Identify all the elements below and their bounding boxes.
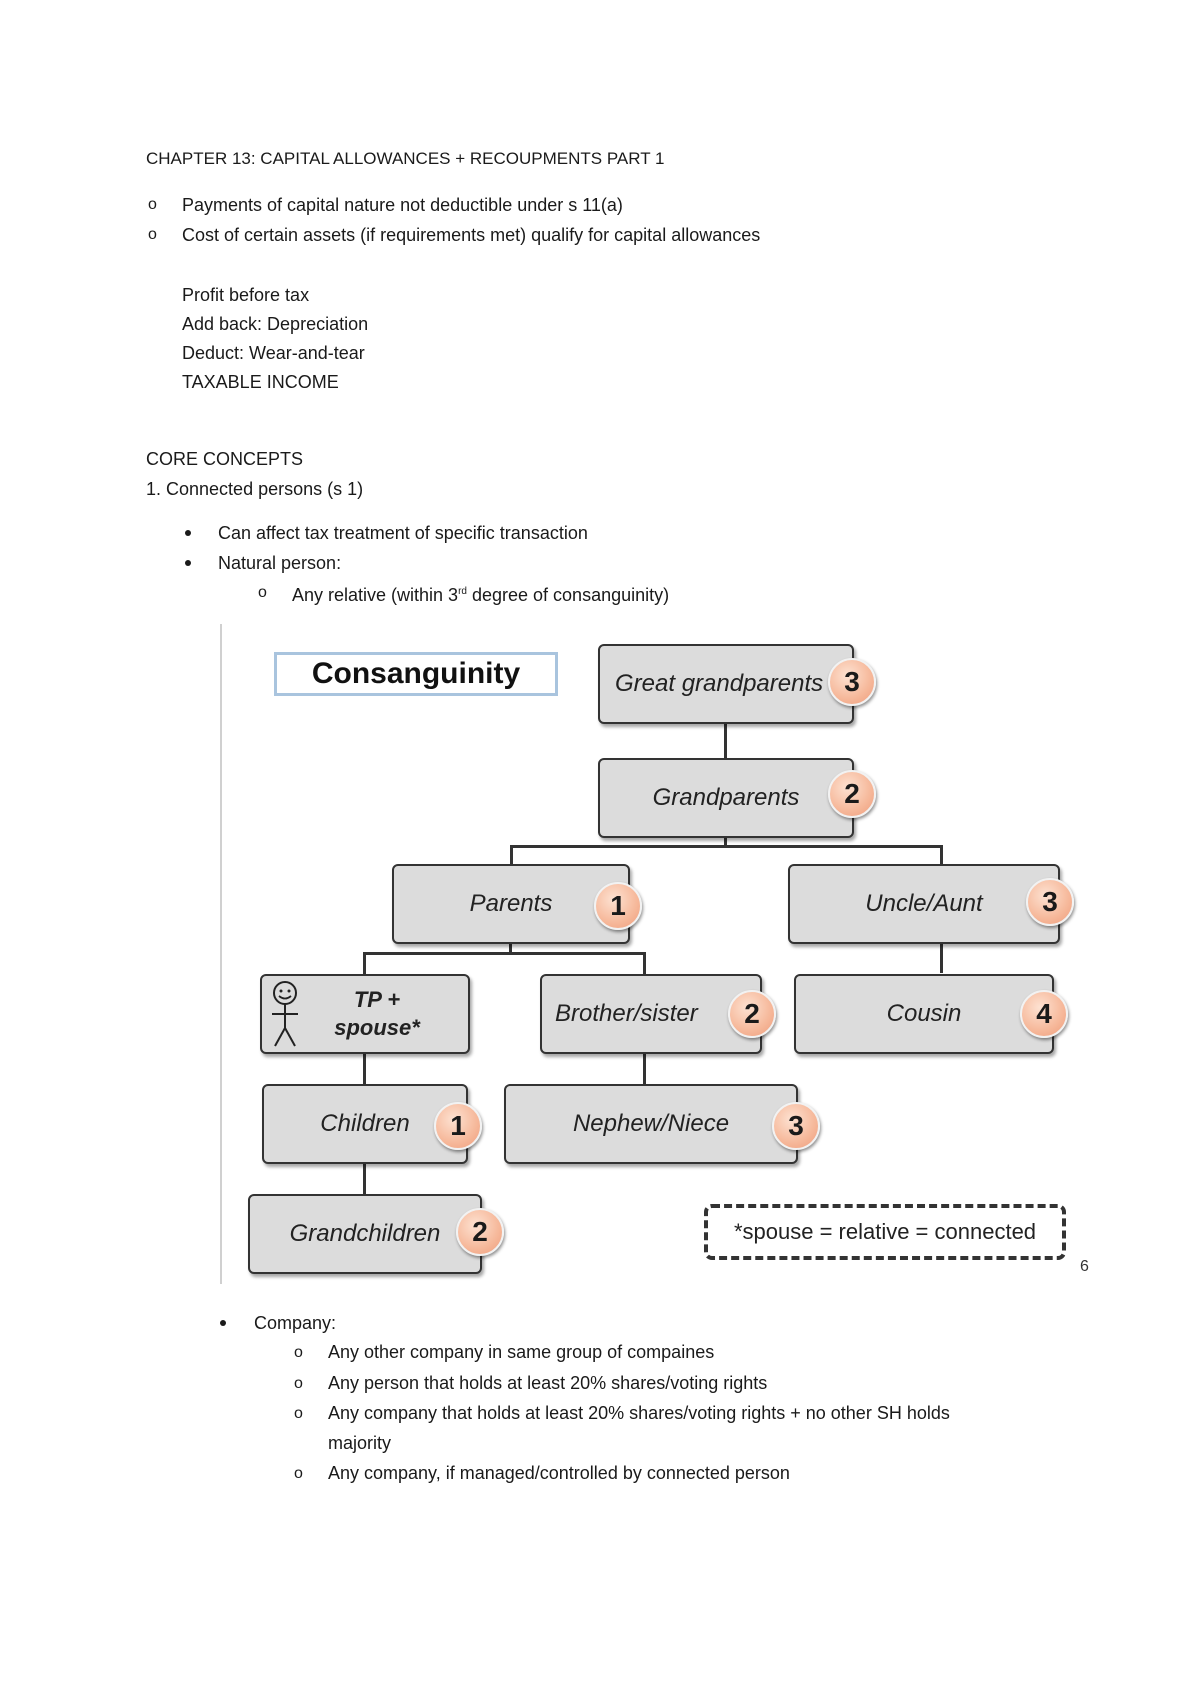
taxpayer-line-1: TP +	[353, 987, 401, 1012]
connected-bullet-natural: Natural person:	[218, 553, 342, 573]
degree-badge: 3	[772, 1102, 820, 1150]
company-item-3-cont: majority	[328, 1433, 392, 1453]
degree-badge: 3	[828, 658, 876, 706]
node-brother-sister: Brother/sister	[540, 974, 762, 1054]
connector	[724, 832, 727, 846]
consanguinity-diagram: Consanguinity Great grandparents 3 Grand…	[220, 624, 1100, 1294]
degree-badge: 1	[594, 882, 642, 930]
bullet-marker: o	[294, 1405, 303, 1422]
connector	[724, 718, 727, 760]
natural-sub-sup: rd	[458, 586, 467, 597]
node-nephew-niece: Nephew/Niece	[504, 1084, 798, 1164]
node-children: Children	[262, 1084, 468, 1164]
degree-badge: 1	[434, 1102, 482, 1150]
natural-sub-before: Any relative (within 3	[292, 585, 459, 605]
intro-bullet-2: Cost of certain assets (if requirements …	[182, 225, 761, 245]
calc-line-profit: Profit before tax	[182, 285, 310, 305]
company-item-3: Any company that holds at least 20% shar…	[328, 1403, 950, 1423]
connected-bullet-1: Can affect tax treatment of specific tra…	[218, 523, 588, 543]
core-concepts-title: CORE CONCEPTS	[146, 449, 304, 469]
connector	[510, 845, 513, 865]
natural-sub-after: degree of consanguinity)	[466, 585, 670, 605]
taxpayer-label: TP + spouse*	[302, 976, 452, 1052]
diagram-edge-char: 6	[1080, 1258, 1089, 1275]
node-taxpayer-spouse: TP + spouse*	[260, 974, 470, 1054]
node-cousin: Cousin	[794, 974, 1054, 1054]
connector	[363, 952, 366, 974]
connector	[363, 1158, 366, 1194]
diagram-title: Consanguinity	[274, 652, 558, 696]
connector	[510, 845, 942, 848]
degree-badge: 3	[1026, 878, 1074, 926]
taxpayer-line-2: spouse*	[334, 1015, 420, 1040]
calc-line-depreciation: Add back: Depreciation	[182, 314, 369, 334]
degree-badge: 2	[728, 990, 776, 1038]
bullet-dot	[185, 530, 191, 536]
company-item-2: Any person that holds at least 20% share…	[328, 1373, 768, 1393]
company-item-4: Any company, if managed/controlled by co…	[328, 1463, 790, 1483]
bullet-dot	[185, 560, 191, 566]
chapter-heading: CHAPTER 13: CAPITAL ALLOWANCES + RECOUPM…	[146, 149, 665, 168]
natural-sub-bullet: Any relative (within 3rd degree of consa…	[292, 581, 669, 606]
spouse-note: *spouse = relative = connected	[704, 1204, 1066, 1260]
node-label: Great grandparents	[615, 670, 824, 697]
company-label: Company:	[254, 1313, 337, 1333]
node-uncle-aunt: Uncle/Aunt	[788, 864, 1060, 944]
degree-badge: 4	[1020, 990, 1068, 1038]
calc-line-taxable-income: TAXABLE INCOME	[182, 372, 339, 392]
bullet-marker: o	[294, 1465, 303, 1482]
connector	[940, 845, 943, 865]
intro-bullet-1: Payments of capital nature not deductibl…	[182, 195, 623, 215]
bullet-marker: o	[148, 226, 157, 243]
bullet-marker: o	[294, 1344, 303, 1361]
node-grandparents: Grandparents	[598, 758, 854, 838]
node-grandchildren: Grandchildren	[248, 1194, 482, 1274]
connector	[363, 1048, 366, 1084]
calc-line-wear-and-tear: Deduct: Wear-and-tear	[182, 343, 365, 363]
connector	[940, 937, 943, 973]
company-item-1: Any other company in same group of compa…	[328, 1342, 715, 1362]
section-connected-persons: 1. Connected persons (s 1)	[146, 479, 364, 499]
degree-badge: 2	[456, 1208, 504, 1256]
connector	[643, 952, 646, 974]
node-parents: Parents	[392, 864, 630, 944]
bullet-dot	[220, 1320, 226, 1326]
connector	[363, 952, 645, 955]
node-label: Brother/sister	[555, 1000, 698, 1027]
diagram-left-rule	[220, 624, 222, 1284]
bullet-marker: o	[258, 584, 267, 601]
stick-figure-icon	[272, 981, 298, 1047]
node-great-grandparents: Great grandparents	[598, 644, 854, 724]
degree-badge: 2	[828, 770, 876, 818]
bullet-marker: o	[294, 1375, 303, 1392]
connector	[643, 1048, 646, 1084]
bullet-marker: o	[148, 196, 157, 213]
connector	[509, 937, 512, 953]
